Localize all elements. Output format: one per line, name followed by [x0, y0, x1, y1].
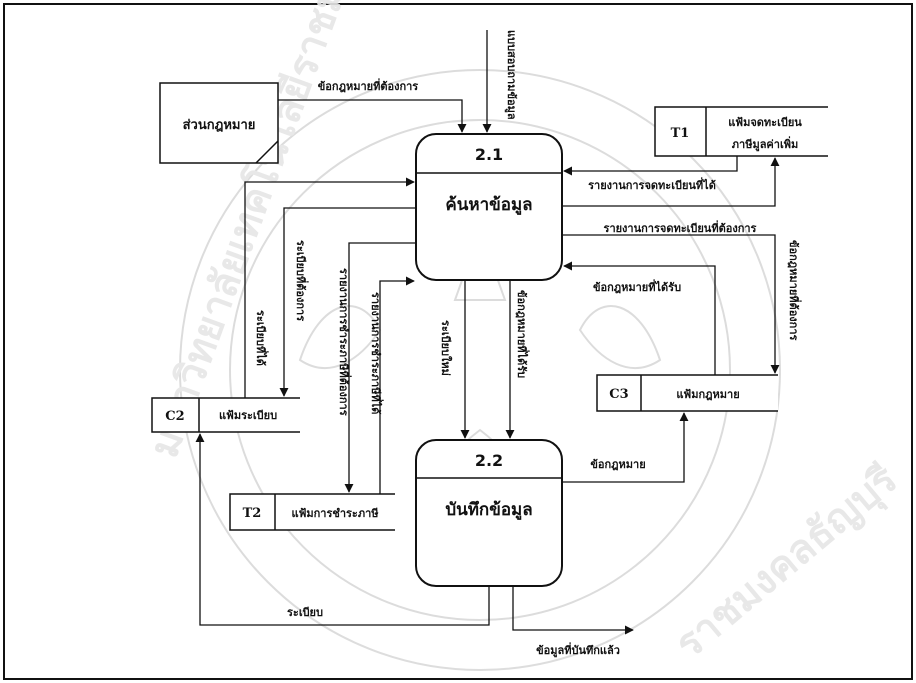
- flow-regulation-new-label: ระเบียบใหม่: [439, 320, 453, 376]
- flow-payment-report-needed-label: รายงานการชำระภาษีที่ต้องการ: [337, 268, 352, 416]
- flow-request-data: แบบสอบถามข้อมูล: [482, 30, 518, 133]
- data-store-t1-id: T1: [671, 126, 690, 141]
- flow-recorded-data-label: ข้อมูลที่บันทึกแล้ว: [536, 642, 620, 658]
- flow-payment-report-needed: รายงานการชำระภาษีที่ต้องการ: [337, 242, 416, 493]
- flow-reg-report-needed: รายงานการจดทะเบียนที่ต้องการ: [562, 157, 780, 235]
- flow-regulation-new: ระเบียบใหม่: [439, 280, 470, 439]
- flow-law-data-needed-label: ข้อกฎหมายที่ต้องการ: [787, 240, 802, 341]
- data-store-t1-name-line1: แฟ้มจดทะเบียน: [728, 116, 802, 129]
- process-2-1-name: ค้นหาข้อมูล: [445, 195, 532, 216]
- flow-law-label: ข้อกฎหมาย: [590, 458, 645, 471]
- flow-regulation-received: ระเบียบที่ได้: [244, 177, 415, 398]
- flow-law-received: ข้อกฎหมายที่ได้รับ: [563, 261, 716, 375]
- data-store-c2-name: แฟ้มระเบียบ: [219, 409, 277, 422]
- data-store-c2-id: C2: [165, 409, 184, 424]
- external-entity-law-section: ส่วนกฎหมาย: [159, 82, 279, 164]
- external-entity-label: ส่วนกฎหมาย: [183, 118, 256, 133]
- data-store-t1: T1 แฟ้มจดทะเบียน ภาษีมูลค่าเพิ่ม: [654, 106, 828, 157]
- data-store-c3: C3 แฟ้มกฎหมาย: [596, 374, 778, 412]
- flow-reg-report-label: รายงานการจดทะเบียนที่ได้: [588, 177, 716, 192]
- flow-regulation-needed: ระเบียบที่ต้องการ: [279, 207, 416, 397]
- process-2-1-id: 2.1: [475, 145, 503, 164]
- process-2-2-name: บันทึกข้อมูล: [445, 500, 532, 521]
- flow-reg-report: รายงานการจดทะเบียนที่ได้: [563, 156, 738, 192]
- flow-law-needed-label: ข้อกฎหมายที่ต้องการ: [318, 78, 419, 93]
- flow-law-data-needed: ข้อกฎหมายที่ต้องการ: [562, 234, 802, 374]
- flow-regulation-received-label: ระเบียบที่ได้: [254, 310, 269, 366]
- flow-recorded-data: ข้อมูลที่บันทึกแล้ว: [512, 586, 634, 658]
- flow-regulation: ระเบียบ: [195, 433, 490, 626]
- process-2-1: 2.1 ค้นหาข้อมูล: [415, 133, 563, 281]
- flow-law-info-received-label: ข้อกฎหมายที่ได้รับ: [515, 290, 530, 378]
- flow-regulation-label: ระเบียบ: [287, 606, 323, 619]
- data-store-t2-id: T2: [243, 506, 262, 521]
- flow-request-data-label: แบบสอบถามข้อมูล: [504, 30, 518, 120]
- flow-reg-report-needed-label: รายงานการจดทะเบียนที่ต้องการ: [604, 220, 757, 235]
- flow-law-needed: ข้อกฎหมายที่ต้องการ: [278, 78, 467, 133]
- data-store-t2: T2 แฟ้มการชำระภาษี: [229, 493, 395, 531]
- flow-regulation-needed-label: ระเบียบที่ต้องการ: [294, 240, 309, 321]
- data-store-c3-id: C3: [609, 387, 628, 402]
- flow-law: ข้อกฎหมาย: [562, 412, 689, 483]
- data-store-t1-name-line2: ภาษีมูลค่าเพิ่ม: [732, 136, 798, 152]
- flow-payment-report-received: รายงานการชำระภาษีที่ได้: [369, 276, 415, 494]
- process-2-2-id: 2.2: [475, 451, 503, 470]
- flow-law-info-received: ข้อกฎหมายที่ได้รับ: [505, 280, 530, 439]
- process-2-2: 2.2 บันทึกข้อมูล: [415, 439, 563, 587]
- data-store-c3-name: แฟ้มกฎหมาย: [676, 388, 739, 401]
- data-store-t2-name: แฟ้มการชำระภาษี: [291, 507, 379, 520]
- flow-payment-report-received-label: รายงานการชำระภาษีที่ได้: [369, 292, 384, 414]
- data-store-c2: C2 แฟ้มระเบียบ: [151, 397, 300, 433]
- flow-law-received-label: ข้อกฎหมายที่ได้รับ: [593, 279, 681, 294]
